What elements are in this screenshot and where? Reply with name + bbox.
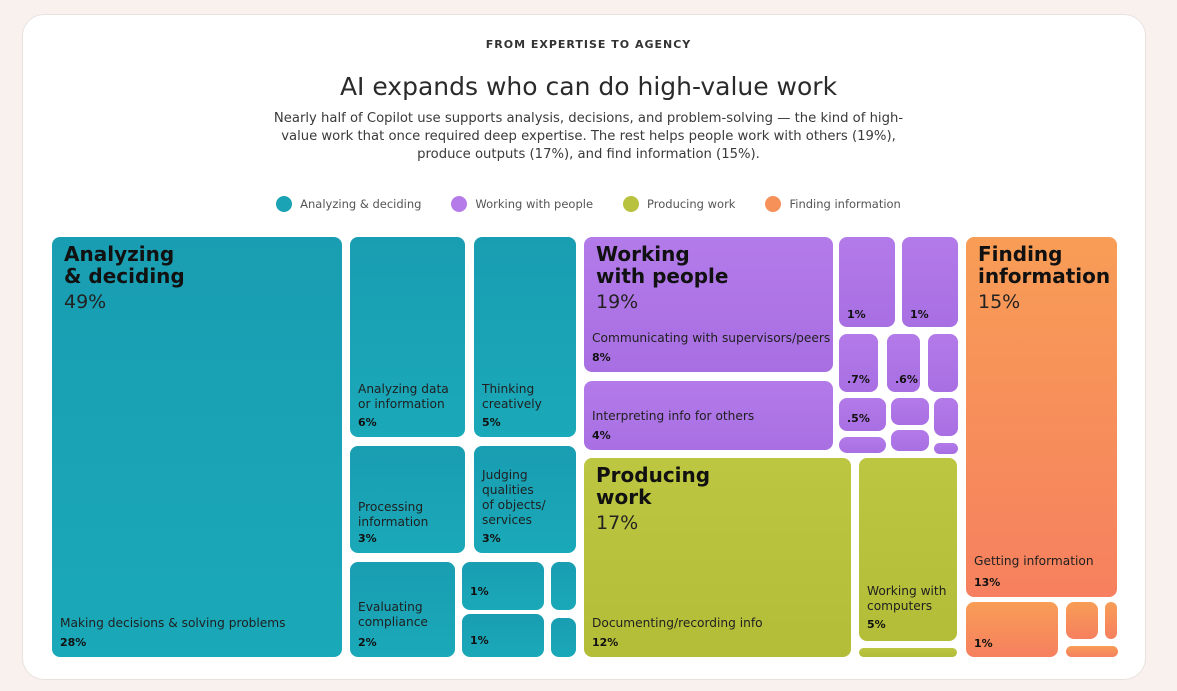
treemap-tile-finding-information[interactable]: Finding information 15% Getting informatio… [966, 237, 1117, 597]
tile-value: 3% [358, 532, 377, 545]
tile-label: Analyzing data or information [358, 382, 449, 411]
treemap-tile[interactable] [1066, 602, 1098, 639]
tile-value: 1% [974, 637, 993, 650]
tile-value: 8% [592, 351, 611, 364]
tile-label: Documenting/recording info [592, 616, 763, 630]
group-title: Producing work [596, 463, 711, 509]
legend-label: Producing work [647, 197, 736, 211]
treemap-tile[interactable]: Interpreting info for others 4% [584, 381, 833, 450]
tile-value: 1% [847, 308, 866, 321]
group-percent: 49% [64, 291, 107, 313]
treemap-tile-analyzing-deciding[interactable]: Analyzing & deciding 49% Making decisions … [52, 237, 342, 657]
tile-label: Thinking creatively [482, 382, 542, 411]
treemap-tile[interactable] [934, 443, 958, 454]
tile-value: 5% [482, 416, 501, 429]
treemap-tile[interactable] [839, 437, 886, 453]
legend-dot-finding-information [765, 196, 782, 212]
tile-value: 1% [910, 308, 929, 321]
tile-value: 28% [60, 636, 87, 649]
tile-value: 1% [470, 585, 489, 598]
legend-item-working-with-people[interactable]: Working with people [451, 196, 593, 212]
legend-dot-working-with-people [451, 196, 468, 212]
treemap-tile[interactable]: 1% [966, 602, 1058, 657]
treemap-tile[interactable] [859, 648, 957, 657]
treemap-tile[interactable] [1066, 646, 1118, 657]
treemap-tile[interactable] [934, 398, 958, 436]
treemap-tile[interactable]: 1% [462, 614, 544, 657]
treemap-tile[interactable]: 1% [462, 562, 544, 610]
treemap-tile[interactable] [891, 398, 929, 425]
treemap-tile[interactable] [551, 618, 576, 657]
tile-value: .7% [847, 373, 870, 386]
legend-dot-analyzing [276, 196, 293, 212]
treemap-tile[interactable]: Thinking creatively 5% [474, 237, 576, 437]
tile-label: Communicating with supervisors/peers [592, 331, 831, 345]
legend-dot-producing-work [623, 196, 640, 212]
tile-value: 3% [482, 532, 501, 545]
kicker: FROM EXPERTISE TO AGENCY [485, 38, 692, 51]
group-title: Working with people [596, 242, 729, 288]
chart-subtitle: Nearly half of Copilot use supports anal… [273, 111, 904, 162]
treemap-tile[interactable] [928, 334, 958, 392]
legend-label: Finding information [789, 197, 901, 211]
tile-label: Judging qualities of objects/ services [482, 468, 546, 527]
tile-value: 12% [592, 636, 619, 649]
tile-label: Evaluating compliance [358, 600, 428, 629]
tile-value: .6% [895, 373, 918, 386]
treemap-tile[interactable]: 1% [902, 237, 958, 327]
legend-label: Analyzing & deciding [300, 197, 422, 211]
treemap-tile[interactable]: 1% [839, 237, 895, 327]
legend-item-finding-information[interactable]: Finding information [765, 196, 901, 212]
group-percent: 15% [978, 291, 1021, 313]
group-title: Finding information [978, 242, 1111, 288]
tile-value: 5% [867, 618, 886, 631]
legend: Analyzing & deciding Working with people… [0, 196, 1177, 212]
treemap-tile-working-with-people[interactable]: Working with people 19% Communicating with… [584, 237, 833, 372]
tile-value: 13% [974, 576, 1001, 589]
tile-label: Processing information [358, 500, 429, 529]
tile-value: 2% [358, 636, 377, 649]
treemap-tile[interactable]: Analyzing data or information 6% [350, 237, 465, 437]
legend-item-producing-work[interactable]: Producing work [623, 196, 735, 212]
treemap-tile[interactable]: Processing information 3% [350, 446, 465, 553]
treemap-tile[interactable] [891, 430, 929, 451]
tile-value: 1% [470, 634, 489, 647]
chart-title: AI expands who can do high-value work [339, 72, 838, 101]
tile-label: Working with computers [867, 584, 947, 613]
treemap-tile[interactable]: .6% [887, 334, 920, 392]
treemap-tile[interactable]: .5% [839, 398, 886, 431]
tile-label: Making decisions & solving problems [60, 616, 286, 630]
treemap-tile[interactable]: Judging qualities of objects/ services 3% [474, 446, 576, 553]
group-percent: 17% [596, 512, 639, 534]
tile-label: Getting information [974, 554, 1094, 568]
treemap-tile[interactable]: Evaluating compliance 2% [350, 562, 455, 657]
treemap-tile-producing-work[interactable]: Producing work 17% Documenting/recording i… [584, 458, 851, 657]
legend-label: Working with people [475, 197, 594, 211]
group-percent: 19% [596, 291, 639, 313]
treemap-tile[interactable] [551, 562, 576, 610]
tile-value: 6% [358, 416, 377, 429]
group-title: Analyzing & deciding [64, 242, 185, 288]
legend-item-analyzing[interactable]: Analyzing & deciding [276, 196, 421, 212]
tile-label: Interpreting info for others [592, 409, 755, 423]
treemap-tile[interactable]: .7% [839, 334, 878, 392]
tile-value: 4% [592, 429, 611, 442]
treemap-tile[interactable] [1105, 602, 1117, 639]
treemap-tile[interactable]: Working with computers 5% [859, 458, 957, 641]
tile-value: .5% [847, 412, 870, 425]
